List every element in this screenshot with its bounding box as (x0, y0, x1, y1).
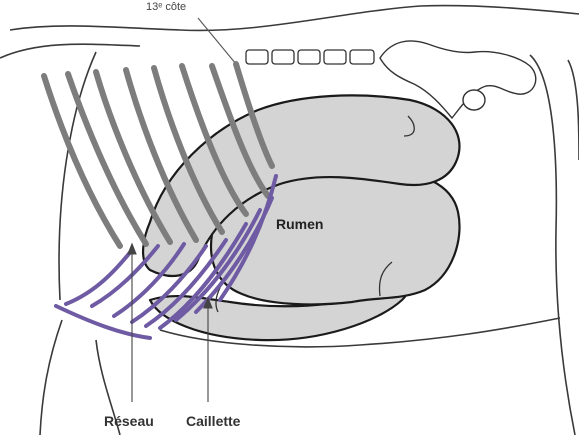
reseau-label: Réseau (104, 413, 154, 429)
rib-pointer-line (198, 18, 236, 64)
caillette-label: Caillette (186, 413, 240, 429)
rumen-label: Rumen (276, 216, 323, 232)
thirteenth-rib-label: 13ᵉ côte (146, 1, 186, 13)
spine-vertebrae (246, 50, 374, 64)
